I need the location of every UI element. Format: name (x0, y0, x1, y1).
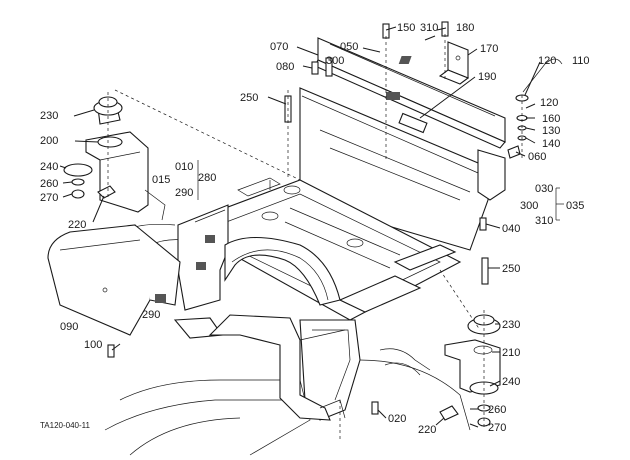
callout-labels: 150 310 180 070 050 170 080 300 120 110 … (40, 22, 590, 436)
callout-015: 015 (152, 174, 170, 186)
callout-190: 190 (478, 71, 496, 83)
callout-230: 230 (40, 110, 58, 122)
callout-070: 070 (270, 41, 288, 53)
callout-120-b: 120 (540, 97, 558, 109)
callout-220: 220 (68, 219, 86, 231)
callout-035: 035 (566, 200, 584, 212)
callout-150: 150 (397, 22, 415, 34)
tool-box-090 (47, 224, 181, 336)
assembly-center-lines (107, 34, 523, 440)
bracket-170 (438, 41, 470, 85)
callout-210: 210 (502, 347, 520, 359)
seat-back-panel (314, 37, 506, 149)
callout-200: 200 (40, 135, 58, 147)
callout-260-b: 260 (488, 404, 506, 416)
callout-020: 020 (388, 413, 406, 425)
callout-030: 030 (535, 183, 553, 195)
callout-080: 080 (276, 61, 294, 73)
callout-310: 310 (420, 22, 438, 34)
callout-310-b: 310 (535, 215, 553, 227)
callout-180: 180 (456, 22, 474, 34)
callout-010: 010 (175, 161, 193, 173)
callout-140: 140 (542, 138, 560, 150)
rear-deck-frame (173, 87, 506, 421)
callout-110: 110 (572, 55, 590, 67)
callout-050: 050 (340, 41, 358, 53)
leader-lines (59, 26, 564, 428)
callout-280: 280 (198, 172, 216, 184)
callout-130: 130 (542, 125, 560, 137)
callout-060: 060 (528, 151, 546, 163)
callout-040: 040 (502, 223, 520, 235)
right-mount-assembly (379, 314, 501, 427)
callout-170: 170 (480, 43, 498, 55)
callout-120: 120 (538, 55, 556, 67)
callout-300: 300 (326, 55, 344, 67)
callout-090: 090 (60, 321, 78, 333)
callout-270-b: 270 (488, 422, 506, 434)
callout-250-b: 250 (502, 263, 520, 275)
callout-230-b: 230 (502, 319, 520, 331)
callout-290-b: 290 (142, 309, 160, 321)
callout-250: 250 (240, 92, 258, 104)
callout-160: 160 (542, 113, 560, 125)
callout-270: 270 (40, 192, 58, 204)
figure-code: TA120-040-11 (40, 421, 91, 430)
callout-220-b: 220 (418, 424, 436, 436)
callout-300-b: 300 (520, 200, 538, 212)
callout-240-b: 240 (502, 376, 520, 388)
callout-240: 240 (40, 161, 58, 173)
callout-260: 260 (40, 178, 58, 190)
callout-290: 290 (175, 187, 193, 199)
callout-100: 100 (84, 339, 102, 351)
left-mount-assembly (63, 96, 166, 221)
